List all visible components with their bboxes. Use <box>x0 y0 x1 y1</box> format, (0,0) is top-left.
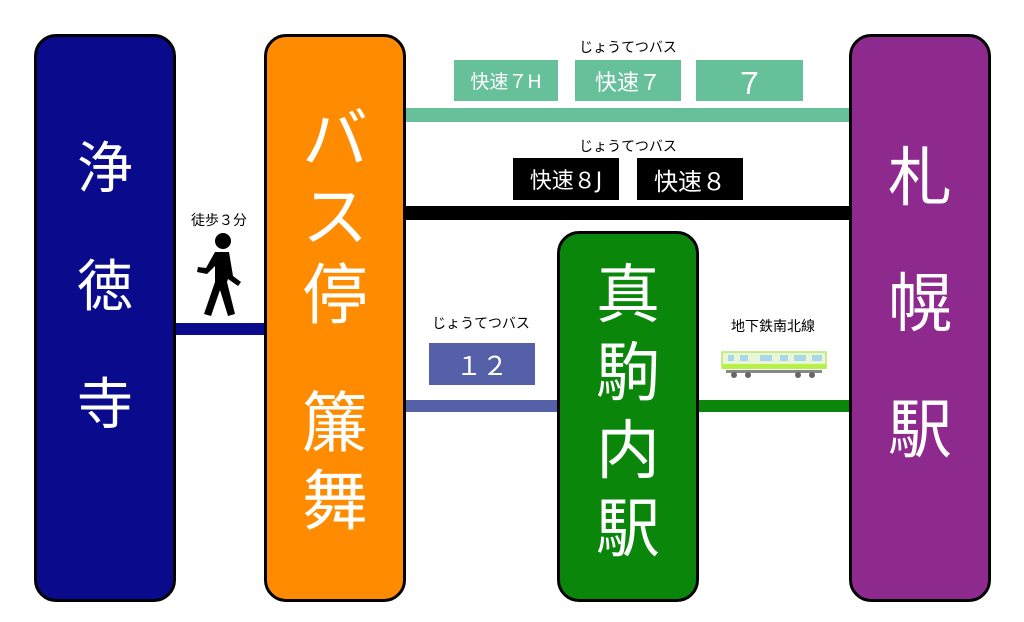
subway-train-icon <box>721 351 827 378</box>
station-char: 浄 <box>77 137 133 202</box>
station-sapporo[interactable]: 札 幌 駅 <box>849 34 991 602</box>
route-badge-rapid-7[interactable]: 快速７ <box>575 60 681 101</box>
station-char: 真 <box>596 259 660 333</box>
station-char: 舞 <box>302 463 368 540</box>
station-char: 内 <box>596 415 660 489</box>
walking-person-icon <box>197 233 241 316</box>
station-char: 幌 <box>888 268 952 342</box>
route-green-operator: じょうてつバス <box>579 40 677 56</box>
subway-line <box>696 400 852 412</box>
route-black-operator: じょうてつバス <box>579 139 677 155</box>
station-char: 簾 <box>302 385 368 462</box>
station-char: 寺 <box>77 373 133 438</box>
station-char: 停 <box>302 257 368 334</box>
walk-label: 徒歩３分 <box>191 213 247 229</box>
route-blue-operator: じょうてつバス <box>432 316 530 332</box>
blue-bus-route-line <box>404 400 560 412</box>
station-char: 駅 <box>596 493 660 567</box>
route-badge-rapid-8[interactable]: 快速８ <box>637 158 743 200</box>
black-bus-route-line <box>404 206 852 220</box>
route-badge-rapid-7h[interactable]: 快速７H <box>454 60 558 101</box>
station-char: 駒 <box>596 337 660 411</box>
route-badge-12[interactable]: １２ <box>429 343 535 385</box>
station-makomanai[interactable]: 真 駒 内 駅 <box>557 231 699 602</box>
station-char: 札 <box>888 142 952 216</box>
station-jotokuji[interactable]: 浄 徳 寺 <box>34 34 176 602</box>
route-badge-rapid-8j[interactable]: 快速８J <box>513 158 619 200</box>
station-char: 駅 <box>888 394 952 468</box>
walk-line <box>175 323 267 335</box>
station-char: ス <box>302 179 368 256</box>
station-char: 徳 <box>77 255 133 320</box>
subway-label: 地下鉄南北線 <box>731 319 815 335</box>
route-badge-7[interactable]: ７ <box>696 60 803 102</box>
station-bus-stop-misumai[interactable]: バ ス 停 簾 舞 <box>264 34 406 602</box>
station-char: バ <box>302 101 368 178</box>
green-bus-route-line <box>404 108 852 122</box>
